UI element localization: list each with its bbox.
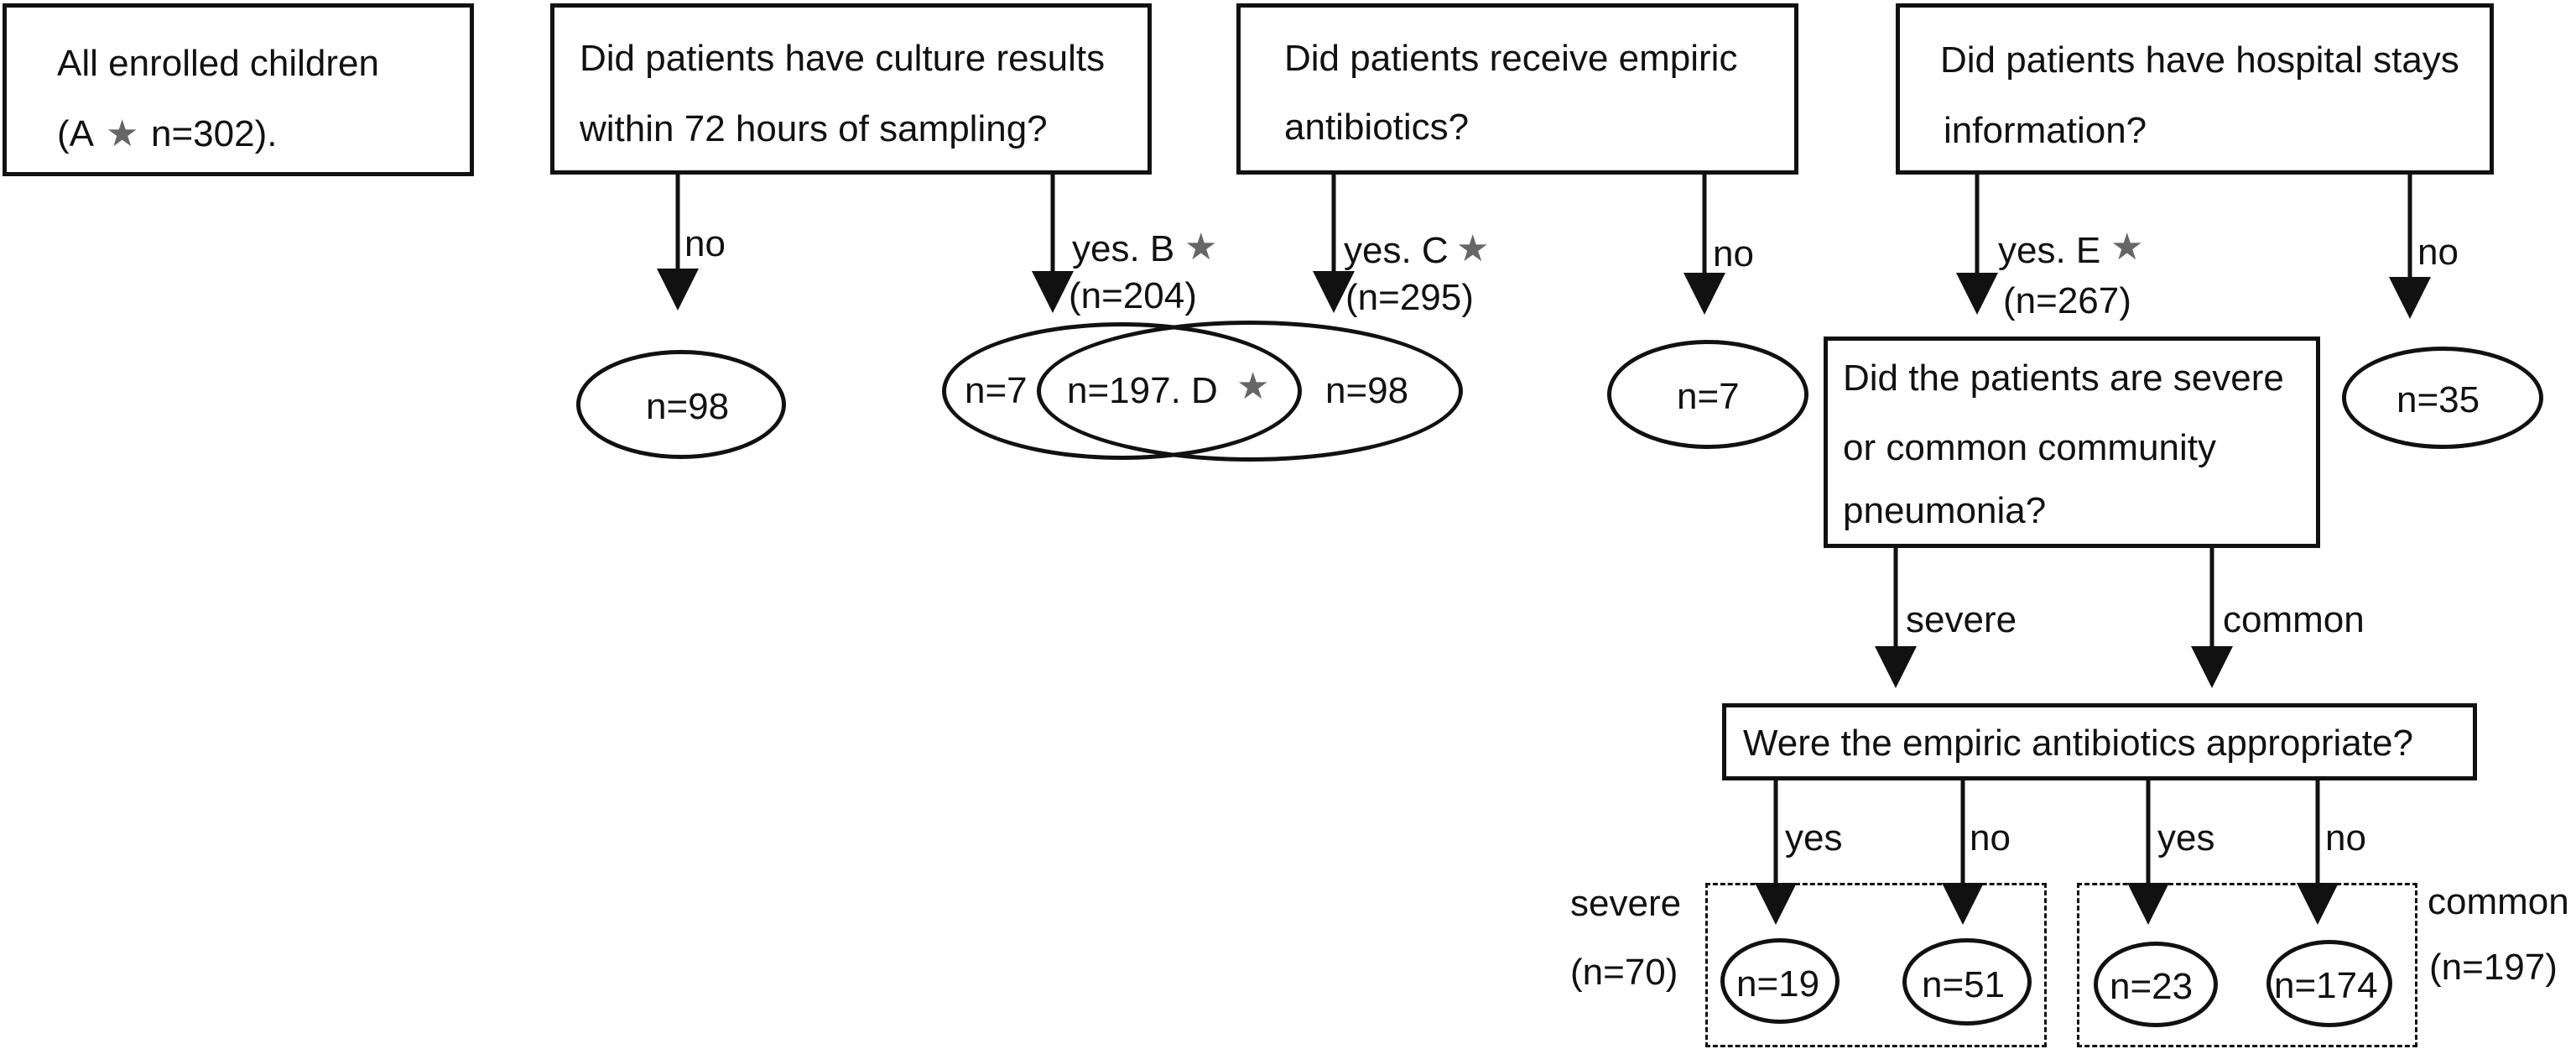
star-icon: ★ (1236, 366, 1270, 407)
severe-yes-label: yes (1785, 817, 1843, 859)
overlap-count: n=197. D (1067, 370, 1218, 411)
culture-question-line1: Did patients have culture results (580, 38, 1106, 79)
stays-question-line1: Did patients have hospital stays (1940, 39, 2459, 81)
culture-no-label: no (684, 223, 726, 264)
pneumonia-severity-box: Did the patients are severe or common co… (1824, 337, 2320, 548)
empiric-only-count: n=98 (1325, 370, 1409, 411)
star-icon: ★ (2110, 227, 2144, 268)
severe-appropriate-node: n=19 (1720, 938, 1840, 1024)
severity-question-line3: pneumonia? (1843, 490, 2047, 531)
hospital-stays-box: Did patients have hospital stays informa… (1896, 3, 2494, 175)
empiric-yes-count: (n=295) (1345, 277, 1474, 318)
no-culture-count: n=98 (646, 386, 730, 427)
severe-branch-label: severe (1906, 599, 2017, 640)
culture-only-count: n=7 (965, 370, 1028, 411)
culture-yes-label: yes. B (1072, 228, 1175, 269)
severe-no-label: no (1970, 817, 2011, 859)
empiric-question-line2: antibiotics? (1284, 107, 1470, 148)
no-culture-node: n=98 (576, 350, 786, 459)
appropriate-antibiotics-box: Were the empiric antibiotics appropriate… (1722, 703, 2477, 780)
common-inappropriate-count: n=174 (2274, 965, 2378, 1006)
star-icon: ★ (1456, 228, 1490, 269)
star-icon: ★ (106, 113, 139, 154)
enrolled-children-box: All enrolled children (A ★ n=302). (3, 3, 474, 176)
severity-question-line1: Did the patients are severe (1843, 357, 2284, 399)
common-appropriate-node: n=23 (2094, 942, 2218, 1027)
stays-yes-label: yes. E (1998, 230, 2101, 271)
common-group-label: common (2428, 881, 2569, 922)
star-icon: ★ (1184, 227, 1218, 268)
common-appropriate-count: n=23 (2110, 966, 2194, 1007)
empiric-antibiotics-box: Did patients receive empiric antibiotics… (1236, 3, 1798, 175)
common-branch-label: common (2223, 599, 2365, 640)
severe-group-label: severe (1570, 883, 1682, 924)
severe-group-frame (1705, 883, 2047, 1047)
empiric-no-label: no (1713, 233, 1754, 274)
culture-results-box: Did patients have culture results within… (550, 3, 1152, 175)
severe-inappropriate-count: n=51 (1922, 964, 2006, 1005)
severe-inappropriate-node: n=51 (1902, 938, 2032, 1026)
common-group-frame (2077, 883, 2417, 1047)
empiric-ellipse (1037, 321, 1463, 462)
severe-group-count: (n=70) (1570, 952, 1678, 993)
enrolled-count: n=302). (151, 113, 278, 154)
common-no-label: no (2325, 817, 2366, 859)
no-empiric-node: n=7 (1607, 340, 1808, 449)
common-inappropriate-node: n=174 (2266, 940, 2392, 1027)
stays-question-line2: information? (1944, 110, 2147, 151)
empiric-yes-label: yes. C (1344, 230, 1449, 271)
common-yes-label: yes (2157, 817, 2215, 859)
stays-no-label: no (2417, 232, 2459, 273)
enrolled-count-prefix: (A (57, 113, 94, 154)
severe-appropriate-count: n=19 (1736, 963, 1820, 1005)
empiric-question-line1: Did patients receive empiric (1284, 38, 1738, 79)
appropriate-question: Were the empiric antibiotics appropriate… (1743, 723, 2413, 764)
no-stays-node: n=35 (2342, 347, 2543, 449)
no-stays-count: n=35 (2396, 379, 2480, 420)
culture-yes-count: (n=204) (1069, 275, 1197, 316)
no-empiric-count: n=7 (1677, 376, 1740, 417)
common-group-count: (n=197) (2429, 947, 2558, 988)
enrolled-title: All enrolled children (57, 43, 379, 84)
culture-question-line2: within 72 hours of sampling? (580, 108, 1048, 149)
severity-question-line2: or common community (1843, 427, 2217, 468)
stays-yes-count: (n=267) (2003, 280, 2131, 321)
